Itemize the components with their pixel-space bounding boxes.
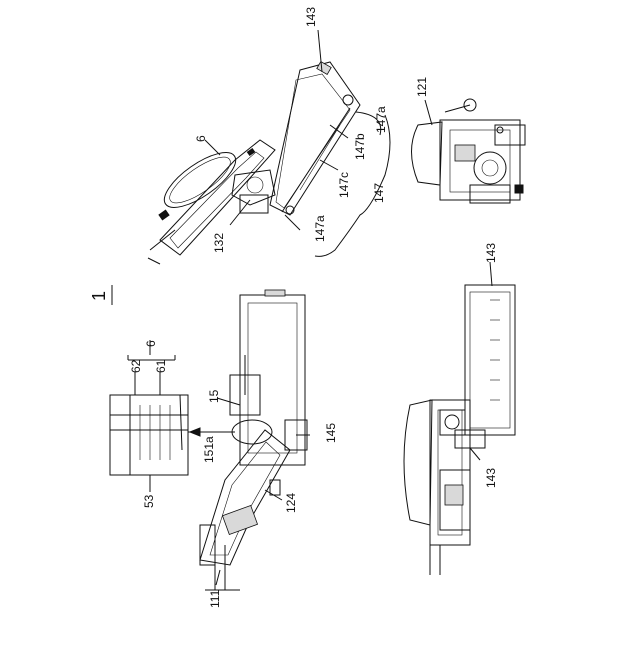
label-121: 121 [415,77,429,97]
end-view-machine [412,99,526,203]
label-147c: 147c [337,172,351,198]
label-143-top: 143 [304,7,318,27]
label-111: 111 [208,589,222,608]
label-61: 61 [154,359,168,373]
label-124: 124 [284,493,298,513]
label-147a-left: 147a [313,215,327,242]
label-53: 53 [142,494,156,508]
label-6-brace: 6 [144,340,158,347]
side-view-machine [200,290,307,590]
label-145: 145 [324,423,338,443]
label-147a-right: 147a [374,106,388,133]
label-147b: 147b [353,133,367,160]
figure-number: 1 [89,291,109,301]
label-62: 62 [129,359,143,373]
label-143-front-bottom: 143 [484,468,498,488]
label-151a: 151a [202,436,216,463]
front-view-machine [404,285,515,575]
label-15: 15 [207,389,221,403]
angled-view-machine [148,62,360,264]
label-6-top: 6 [194,135,208,142]
label-143-front-top: 143 [484,243,498,263]
label-147: 147 [372,183,386,203]
label-132: 132 [212,233,226,253]
